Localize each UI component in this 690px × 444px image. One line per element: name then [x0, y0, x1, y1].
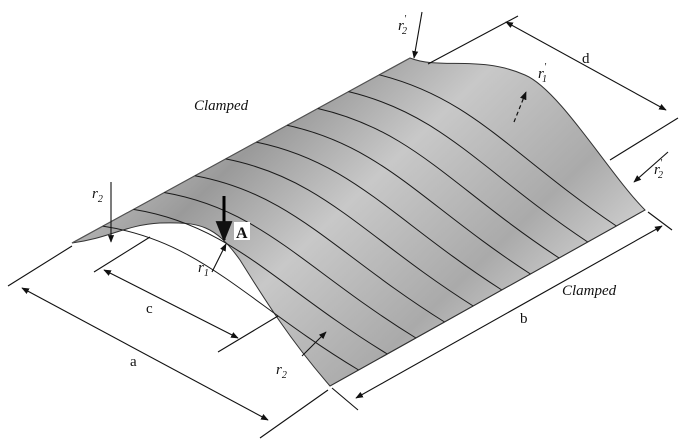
- corrugation-lines: [102, 74, 617, 371]
- label-r1: r1: [198, 260, 209, 279]
- label-b: b: [520, 311, 528, 327]
- corrugation-line: [133, 208, 388, 355]
- r2p-right-arrow: [633, 151, 669, 183]
- label-d: d: [582, 51, 590, 67]
- panel-surface: [71, 57, 646, 387]
- corrugation-line: [348, 91, 589, 243]
- top-edge: [71, 57, 411, 244]
- r2p-top-arrow: [412, 11, 423, 59]
- dim-line-c: [103, 269, 239, 339]
- ext-line-b2: [647, 211, 673, 231]
- dim-line-d: [505, 21, 667, 111]
- label-r2p-top: r′2: [398, 14, 407, 37]
- label-c: c: [146, 301, 153, 317]
- r2-bottom-arrow: [301, 331, 327, 357]
- dim-line-a: [21, 287, 269, 421]
- label-r2-left: r2: [92, 186, 103, 205]
- ext-line-b1: [331, 387, 359, 411]
- r1p-arrow: [513, 91, 527, 123]
- label-clamped-top: Clamped: [194, 98, 249, 114]
- label-r2-bottom: r2: [276, 362, 287, 381]
- ext-line-a1: [7, 245, 73, 287]
- ext-line-d2: [609, 117, 679, 161]
- label-a: a: [130, 354, 137, 370]
- corrugation-line: [379, 74, 617, 227]
- ext-line-c1: [93, 236, 151, 273]
- label-clamped-bottom: Clamped: [562, 283, 617, 299]
- ext-line-c2: [217, 315, 279, 353]
- dim-line-b: [355, 225, 663, 399]
- ext-line-d1: [427, 15, 519, 65]
- label-r2p-right: r′2: [654, 158, 663, 181]
- r1-arrow: [211, 243, 227, 273]
- label-r1p: r′1: [538, 62, 547, 85]
- label-A: A: [236, 225, 248, 242]
- label-A-box: [234, 222, 250, 240]
- ext-line-a2: [259, 389, 329, 439]
